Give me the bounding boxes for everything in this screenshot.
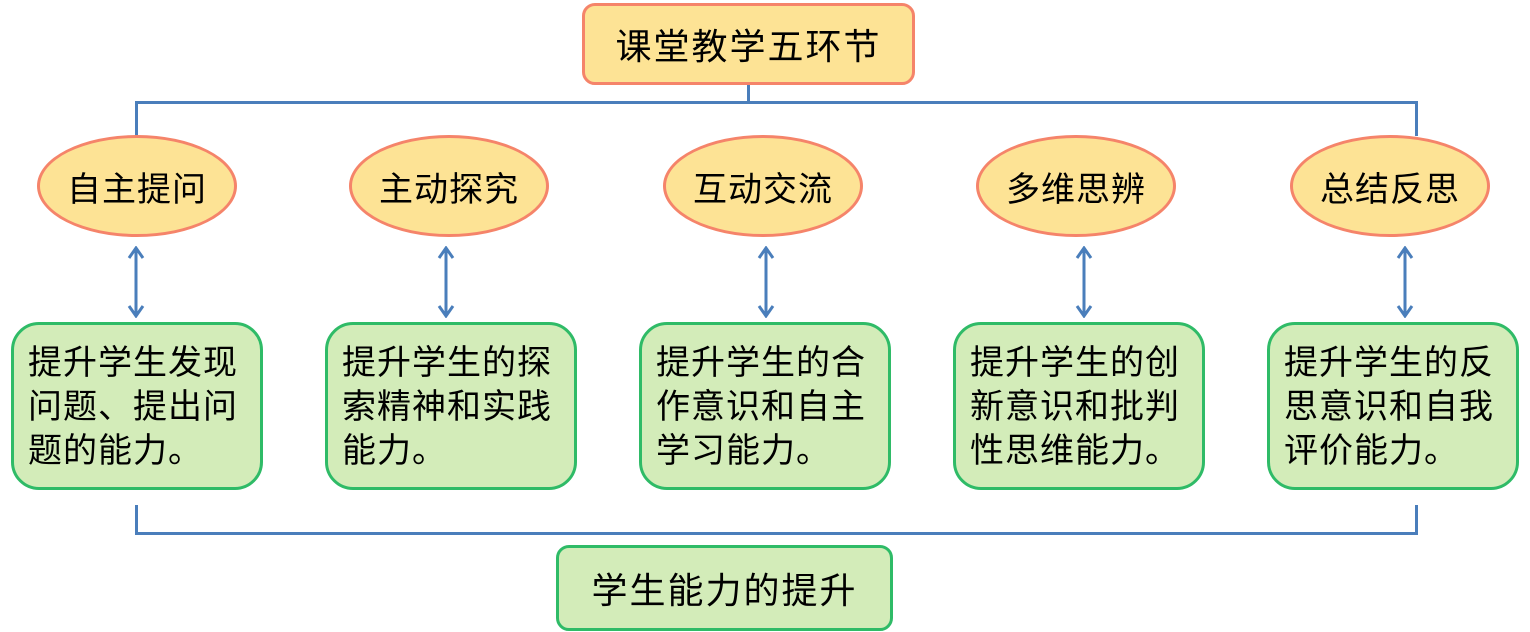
bottom-connector-right-rise [1415, 505, 1418, 535]
top-connector-left-drop [135, 101, 138, 136]
diagram-title: 课堂教学五环节 [582, 3, 915, 85]
stage-label: 多维思辨 [1006, 169, 1146, 210]
stage-ellipse-4: 多维思辨 [976, 135, 1176, 237]
double-arrow-icon [437, 246, 455, 318]
double-arrow-icon [757, 246, 775, 318]
double-arrow-icon [1075, 246, 1093, 318]
top-connector-title-stem [747, 84, 750, 102]
stage-label: 主动探究 [379, 169, 519, 210]
ability-text: 提升学生发现问题、提出问题的能力。 [28, 343, 238, 471]
result-box: 学生能力的提升 [556, 545, 893, 631]
top-connector-right-drop [1415, 101, 1418, 136]
ability-box-2: 提升学生的探索精神和实践能力。 [325, 322, 577, 490]
ability-box-1: 提升学生发现问题、提出问题的能力。 [11, 322, 263, 490]
ability-text: 提升学生的创新意识和批判性思维能力。 [970, 343, 1180, 471]
bottom-connector-horizontal [135, 532, 1418, 535]
stage-label: 总结反思 [1320, 169, 1460, 210]
stage-label: 互动交流 [693, 169, 833, 210]
ability-box-5: 提升学生的反思意识和自我评价能力。 [1267, 322, 1519, 490]
ability-box-4: 提升学生的创新意识和批判性思维能力。 [953, 322, 1205, 490]
double-arrow-icon [1396, 246, 1414, 318]
ability-text: 提升学生的合作意识和自主学习能力。 [656, 343, 866, 471]
stage-label: 自主提问 [67, 169, 207, 210]
bottom-connector-left-rise [135, 505, 138, 535]
ability-box-3: 提升学生的合作意识和自主学习能力。 [639, 322, 891, 490]
stage-ellipse-5: 总结反思 [1290, 135, 1490, 237]
top-connector-horizontal [135, 101, 1418, 104]
stage-ellipse-3: 互动交流 [663, 135, 863, 237]
stage-ellipse-1: 自主提问 [37, 135, 237, 237]
stage-ellipse-2: 主动探究 [349, 135, 549, 237]
double-arrow-icon [127, 246, 145, 318]
ability-text: 提升学生的探索精神和实践能力。 [342, 343, 552, 471]
ability-text: 提升学生的反思意识和自我评价能力。 [1284, 343, 1494, 471]
